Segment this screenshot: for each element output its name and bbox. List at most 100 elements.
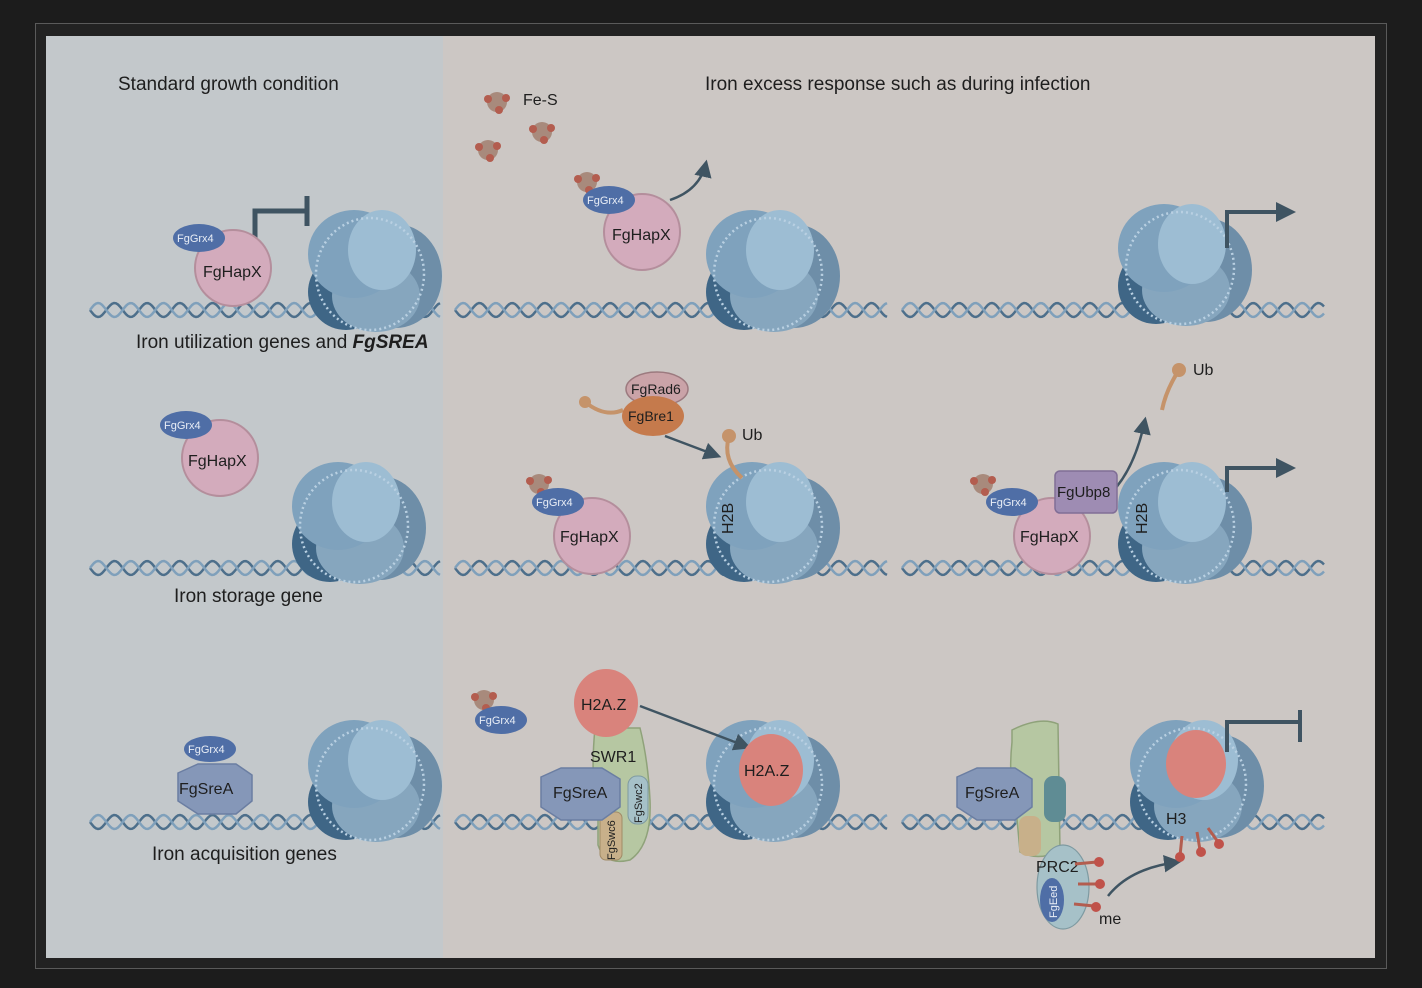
fghapx-label: FgHapX [188,453,247,470]
h2b-label: H2B [720,503,737,534]
ubiquitin-bead [1172,363,1186,377]
me-label: me [1099,911,1121,928]
fggrx4-label: FgGrx4 [479,715,516,727]
row3-middle-complex: FgGrx4 FgSwc2 FgSwc6 SWR1 H2A.Z FgSreA [475,669,752,863]
iron-atom [475,143,483,151]
h2az-histone [574,669,638,737]
fggrx4-label: FgGrx4 [536,497,573,509]
iron-atom [489,692,497,700]
nucleosomes [292,204,1264,842]
dna-wrap [1124,468,1236,584]
methylation-arrow [1107,855,1182,897]
dna-wrap [314,726,426,842]
dna-wrap [712,726,824,842]
iron-atom [495,106,503,114]
cluster-core [577,172,597,192]
h2az-exchange-arrow [639,704,752,751]
row2-left-complex: FgHapX FgGrx4 [160,411,259,497]
dna-wrap [1124,210,1236,326]
iron-atom [540,136,548,144]
iron-atom [471,693,479,701]
cluster-core [973,474,993,494]
histone-lobe [1158,204,1226,284]
fgbre1-protein [622,396,684,436]
row3-right-complex: FgEed PRC2 me FgSreA [956,720,1182,930]
cluster-core [474,690,494,710]
iron-atom [493,142,501,150]
histone-lobe [332,462,400,542]
methyl-bead [1091,902,1101,912]
ubiquitin-bead [722,429,736,443]
fgsrea-label: FgSreA [179,781,234,798]
nucleosome [292,462,426,584]
fe-s-cluster [471,690,497,712]
iron-atom [526,477,534,485]
fghapx-label: FgHapX [612,227,671,244]
fgsrea-label: FgSreA [965,785,1020,802]
dna-wrap [314,216,426,332]
iron-atom [988,476,996,484]
fgsrea-protein [956,767,1033,821]
fe-s-cluster [970,474,996,496]
fgeed-subunit [1040,878,1064,922]
fggrx4-protein [173,224,225,252]
fe-s-cluster [529,122,555,144]
row2-right-complex: Ub FgHapX FgUbp8 FgGrx4 H2B [986,362,1296,575]
iron-atom [484,95,492,103]
fgswc2-label: FgSwc2 [633,783,645,823]
fgswc6-label: FgSwc6 [606,820,618,860]
dna-strand [901,301,1325,319]
fggrx4-protein [986,488,1038,516]
left-panel-title: Standard growth condition [118,74,339,95]
right-panel-title: Iron excess response such as during infe… [705,74,1091,95]
repression-arrow [252,196,310,248]
iron-atom [502,94,510,102]
repression-arrow-row3 [1225,710,1302,752]
iron-atom [529,125,537,133]
h2az-label: H2A.Z [581,697,627,714]
methyl-bead [1094,857,1104,867]
fgeed-label: FgEed [1048,886,1060,918]
row1-left-complex: FgHapX FgGrx4 [173,196,310,307]
prc2-subunit [1019,816,1041,856]
nucleosome [1118,204,1252,326]
nucleosome [1118,462,1252,584]
activation-arrow-row2 [1225,458,1296,492]
fggrx4-label: FgGrx4 [177,233,214,245]
fe-s-cluster [475,140,501,162]
histone-lobe [348,210,416,290]
fe-s-label: Fe-S [523,92,558,109]
h2az-incorporated [739,734,803,806]
fggrx4-protein [184,736,236,762]
nucleosome [706,462,840,584]
fghapx-protein [603,193,681,271]
iron-atom [574,175,582,183]
nucleosome [308,210,442,332]
fghapx-protein [553,497,631,575]
fggrx4-label: FgGrx4 [164,420,201,432]
nucleosome [706,210,840,332]
gene-label-iron-utilization: Iron utilization genes and FgSREA [136,332,429,353]
release-arrow [669,159,712,202]
histone-lobe [1158,462,1226,542]
h2b-label: H2B [1134,503,1151,534]
fe-s-cluster [526,474,552,496]
fggrx4-label: FgGrx4 [188,744,225,756]
fghapx-protein [181,419,259,497]
swr1-label: SWR1 [590,749,636,766]
fe-s-clusters [471,92,996,712]
fggrx4-label: FgGrx4 [587,195,624,207]
iron-atom [547,124,555,132]
row2-middle-complex: FgRad6 FgBre1 Ub FgHapX FgGrx4 H2B [532,371,763,575]
ub-transfer-arrow [664,434,722,460]
fgsrea-protein [177,763,253,815]
fghapx-protein [1013,497,1091,575]
fghapx-label: FgHapX [203,264,262,281]
iron-atom [981,488,989,496]
prc2-label: PRC2 [1036,859,1079,876]
iron-atom [544,476,552,484]
dna-wrap [712,468,824,584]
gene-label-iron-acquisition: Iron acquisition genes [152,844,337,865]
ub-label: Ub [1193,362,1214,379]
